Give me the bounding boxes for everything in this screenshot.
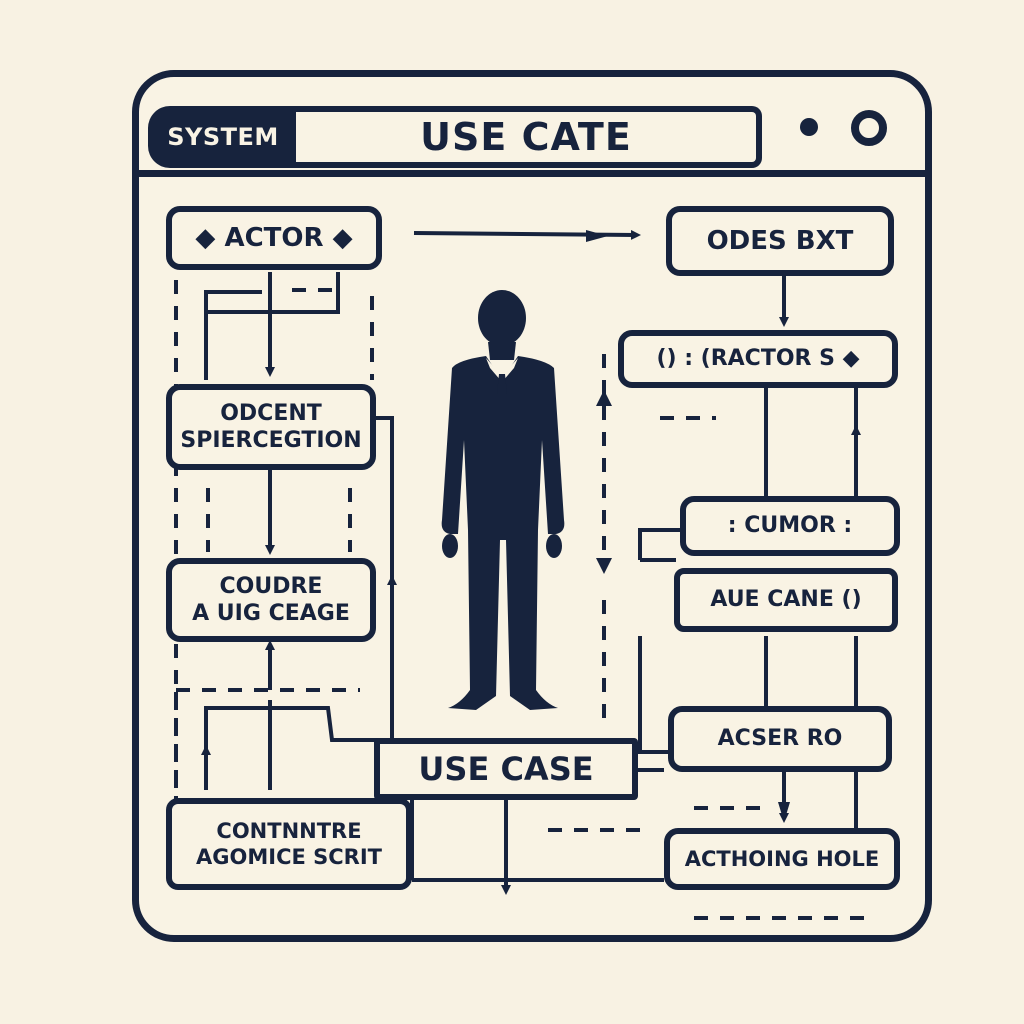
window-title: USE CATE [296, 106, 762, 168]
aue-cane-box[interactable]: AUE CANE () [674, 568, 898, 632]
arrow-up-right-rail [596, 390, 612, 406]
odes-bxt-box[interactable]: ODES BXT [666, 206, 894, 276]
actor-label: ◆ ACTOR ◆ [195, 222, 353, 253]
loop-left-top [204, 290, 262, 380]
cumor-box[interactable]: : CUMOR : [680, 496, 900, 556]
aue-cane-label: AUE CANE () [710, 587, 862, 613]
odcent-line-2: SPIERCEGTION [180, 428, 362, 453]
coudre-line-2: A UIG CEAGE [192, 601, 350, 626]
ractor-box[interactable]: () : (RACTOR S ◆ [618, 330, 898, 388]
contnntre-line-1: CONTNNTRE [216, 818, 362, 843]
use-case-box[interactable]: USE CASE [374, 738, 638, 800]
contnntre-box[interactable]: CONTNNTRE AGOMICE SCRIT [166, 798, 412, 890]
link-odcent-usecase [376, 416, 394, 738]
person-silhouette-icon [441, 290, 565, 710]
actor-box[interactable]: ◆ ACTOR ◆ [166, 206, 382, 270]
title-bar-divider [137, 170, 927, 177]
acthoing-hole-label: ACTHOING HOLE [684, 846, 880, 871]
use-case-label: USE CASE [418, 750, 594, 788]
ractor-label: () : (RACTOR S ◆ [656, 346, 860, 372]
odes-bxt-label: ODES BXT [706, 225, 854, 256]
link-cumor-left [638, 528, 682, 560]
loop-right-top [206, 272, 340, 314]
odcent-box[interactable]: ODCENT SPIERCEGTION [166, 384, 376, 470]
cumor-label: : CUMOR : [727, 513, 853, 539]
acthoing-hole-box[interactable]: ACTHOING HOLE [664, 828, 900, 890]
coudre-box[interactable]: COUDRE A UIG CEAGE [166, 558, 376, 642]
acser-ro-box[interactable]: ACSER RO [668, 706, 892, 772]
contnntre-line-2: AGOMICE SCRIT [196, 845, 382, 869]
odcent-line-1: ODCENT [220, 400, 322, 426]
link-to-use-case [204, 706, 380, 790]
dot-icon[interactable] [800, 118, 818, 136]
system-tab[interactable]: SYSTEM [148, 106, 298, 168]
ring-icon[interactable] [851, 110, 887, 146]
acser-ro-label: ACSER RO [717, 726, 843, 752]
coudre-line-1: COUDRE [219, 573, 323, 599]
link-to-acser [638, 636, 668, 754]
